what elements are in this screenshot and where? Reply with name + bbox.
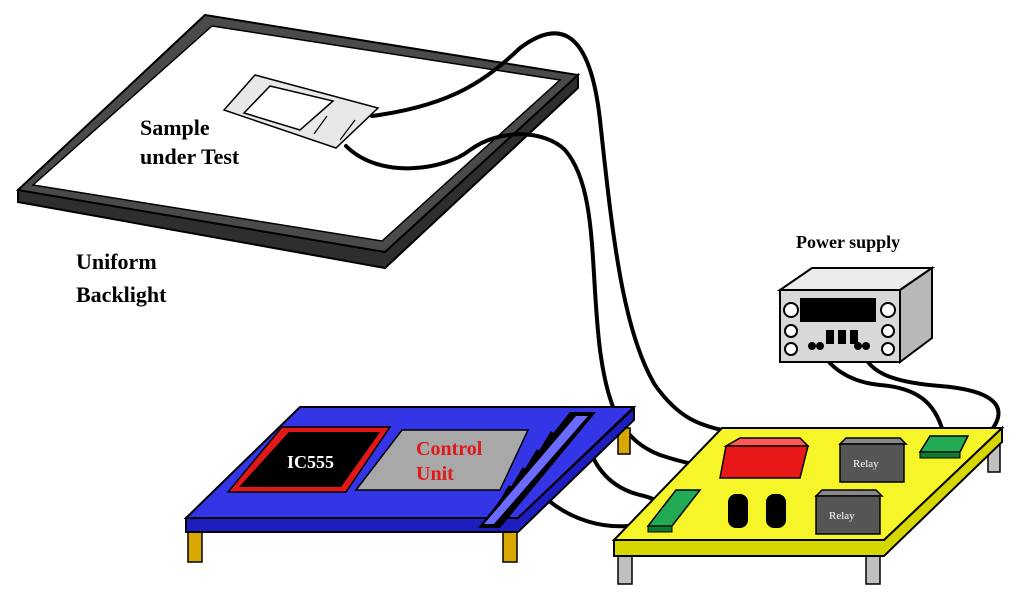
psu-terminal-4[interactable] [862,342,870,350]
psu-switch-2[interactable] [838,330,846,344]
psu-knob-mid-right[interactable] [881,324,895,338]
relay-body [839,443,905,483]
sample-label-line2: under Test [140,144,240,169]
capacitor [766,494,786,528]
psu-knob-mid-left[interactable] [784,324,798,338]
cable-psu-2 [858,343,1001,434]
psu-display [800,298,876,322]
circuit-board-icon [183,405,637,563]
backlight-panel-icon [15,13,581,270]
cable-psu-1 [816,343,947,442]
relay-label-1: Relay [853,458,879,470]
backlight-label-line1: Uniform [76,249,157,274]
ic-label: IC555 [287,452,334,472]
cables [344,31,1001,529]
connector-pin [510,467,526,489]
control-unit-label-line2: Unit [416,463,454,485]
green-connector-right [918,435,970,459]
control-unit [354,429,530,491]
relay-body [815,495,881,535]
cable-sample-2 [344,132,724,470]
relay-board [611,427,1005,541]
psu-knob-bottom-left[interactable] [784,342,798,356]
sample-film-icon [222,74,380,149]
relay-top [814,489,884,497]
relay-board-icon [611,425,1005,585]
relay-top [838,437,908,445]
power-supply-label: Power supply [796,232,900,252]
psu-switch-3[interactable] [850,330,858,344]
connector-pin [524,449,540,471]
red-block-top [723,437,810,447]
psu-terminal-3[interactable] [854,342,862,350]
psu-knob-top-right[interactable] [880,302,896,318]
psu-knob-bottom-right[interactable] [881,342,895,356]
capacitor [728,494,748,528]
psu-switch-1[interactable] [826,330,834,344]
psu-terminal-2[interactable] [816,342,824,350]
green-connector-left [646,489,702,533]
relay-label-2: Relay [829,510,855,522]
sample-label-line1: Sample [140,115,210,140]
control-board-leg [502,529,518,563]
ic-chip [239,432,380,487]
connector-pin [496,485,512,507]
power-supply-icon [776,266,936,364]
control-unit-label-line1: Control [416,438,483,460]
red-block-front [719,445,809,479]
control-board-leg [187,529,203,563]
connector-rail-slot [484,416,588,524]
cable-sample-1 [370,31,732,434]
psu-knob-top-left[interactable] [783,302,799,318]
psu-terminal-1[interactable] [808,342,816,350]
backlight-label-line2: Backlight [76,282,167,307]
sample-window [242,85,335,131]
connector-pin [538,431,554,453]
